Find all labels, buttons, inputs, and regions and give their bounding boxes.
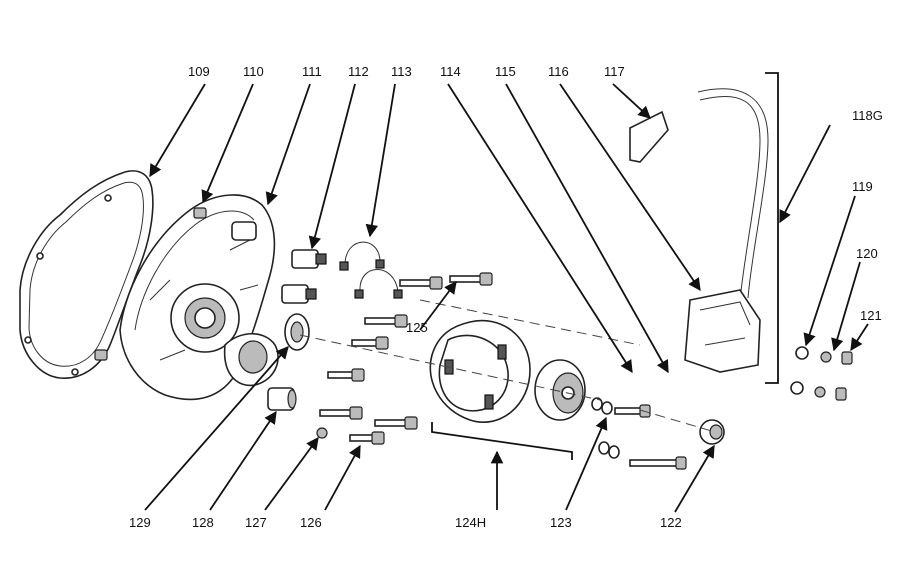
gasket-part [19, 170, 154, 379]
dowel-pin-part [94, 349, 108, 361]
label-121: 121 [860, 308, 882, 323]
washer-part [316, 427, 328, 439]
label-123: 123 [550, 515, 572, 530]
label-113: 113 [391, 64, 412, 79]
label-115: 115 [495, 64, 516, 79]
ignition-coil-part [629, 88, 769, 373]
washer-nut-group [790, 346, 853, 401]
label-122: 122 [660, 515, 682, 530]
label-109: 109 [188, 64, 210, 79]
label-112: 112 [348, 64, 369, 79]
bolt-group [319, 272, 493, 445]
label-126: 126 [300, 515, 322, 530]
bushing-part [281, 249, 327, 304]
label-119: 119 [852, 179, 873, 194]
nut-part [267, 387, 297, 411]
label-128: 128 [192, 515, 214, 530]
washer-part [591, 397, 687, 470]
bracket-118g [765, 72, 779, 384]
rotor-part [534, 359, 586, 421]
label-114: 114 [440, 64, 461, 79]
oil-seal-part [284, 313, 310, 351]
wire-clip-part [339, 241, 403, 299]
label-124h: 124H [455, 515, 486, 530]
label-120: 120 [856, 246, 878, 261]
engine-cover-part [119, 194, 279, 401]
dowel-pin-part [193, 207, 207, 219]
bracket-124h [431, 422, 573, 460]
stator-part [429, 319, 531, 423]
label-111: 111 [302, 64, 322, 79]
label-129: 129 [129, 515, 151, 530]
spacer-part [699, 419, 725, 445]
label-110: 110 [243, 64, 264, 79]
label-117: 117 [604, 64, 625, 79]
label-118g: 118G [852, 108, 883, 123]
label-116: 116 [548, 64, 569, 79]
label-127: 127 [245, 515, 267, 530]
label-125: 125 [406, 320, 428, 335]
